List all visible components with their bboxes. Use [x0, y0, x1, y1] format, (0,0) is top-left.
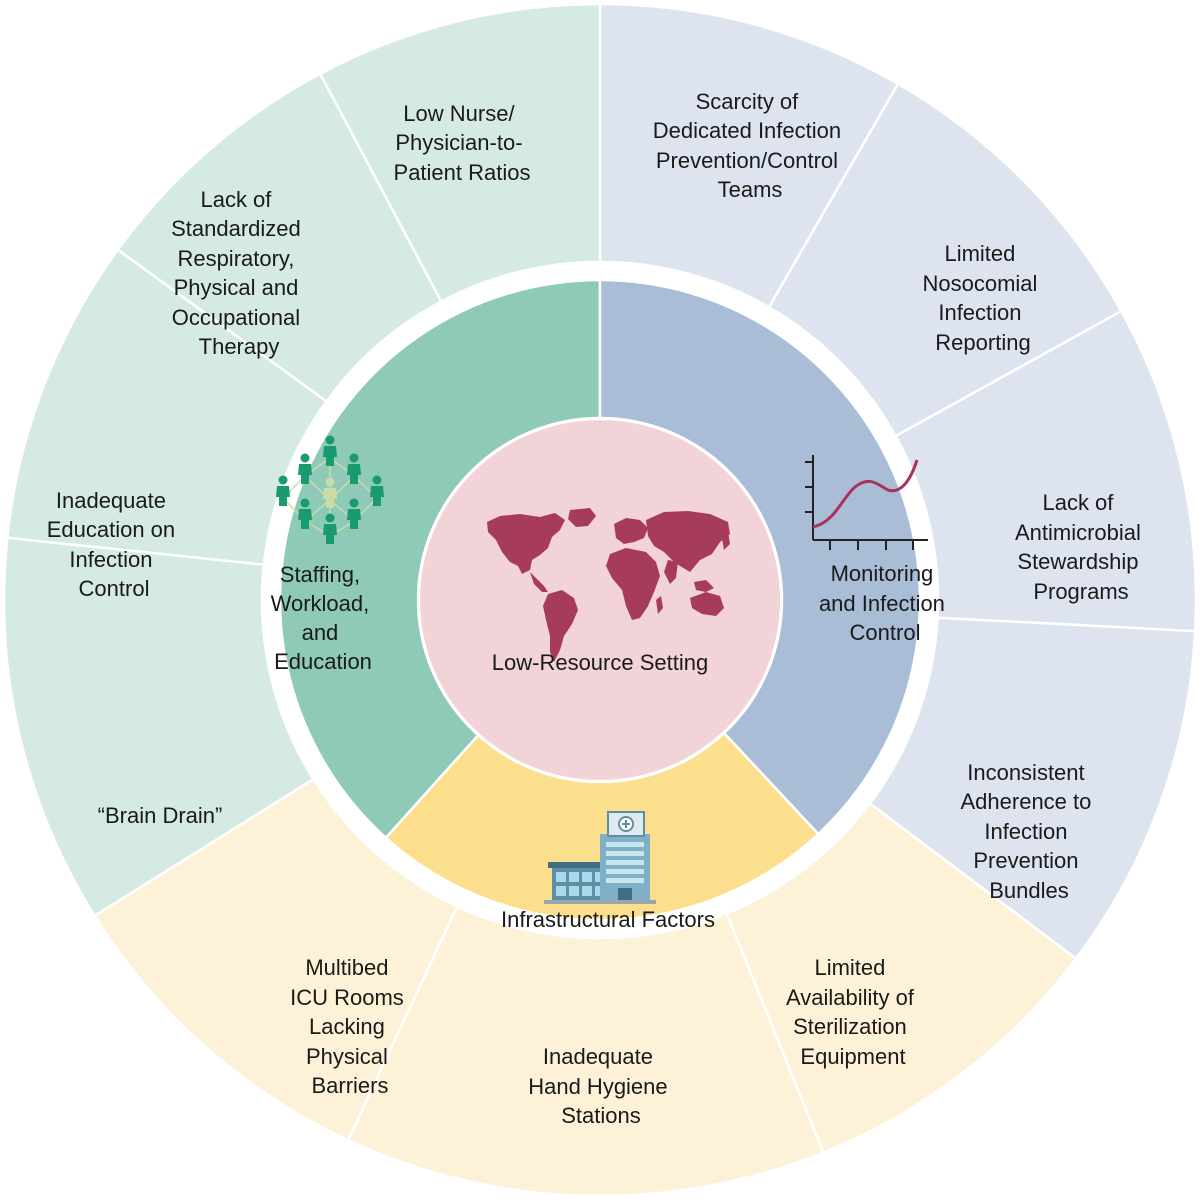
trend-chart-icon — [805, 455, 928, 550]
outer-labels: Scarcity of Dedicated Infection Preventi… — [47, 89, 1147, 1128]
center-label: Low-Resource Setting — [492, 650, 708, 675]
outer-label-limited-sterilization-equipment: Limited Availability of Sterilization Eq… — [786, 955, 920, 1069]
inner-ring — [278, 278, 922, 922]
outer-label-scarcity-ipc-teams: Scarcity of Dedicated Infection Preventi… — [653, 89, 847, 202]
inner-segment-monitoring — [598, 278, 922, 836]
outer-label-multibed-icu-rooms: Multibed ICU Rooms Lacking Physical Barr… — [290, 955, 410, 1098]
inner-segment-infrastructure — [384, 731, 821, 922]
outer-label-inconsistent-bundle-adherence: Inconsistent Adherence to Infection Prev… — [961, 760, 1098, 903]
outer-segment-low-ratios — [318, 2, 602, 304]
outer-label-lack-antimicrobial-stewardship: Lack of Antimicrobial Stewardship Progra… — [1015, 490, 1147, 604]
hospital-building-icon — [544, 811, 656, 904]
world-map-icon — [487, 508, 730, 662]
outer-label-low-ratios: Low Nurse/ Physician-to- Patient Ratios — [394, 101, 531, 185]
outer-label-brain-drain: “Brain Drain” — [98, 803, 223, 828]
outer-label-inadequate-hand-hygiene: Inadequate Hand Hygiene Stations — [528, 1044, 674, 1128]
outer-label-limited-nosocomial-reporting: Limited Nosocomial Infection Reporting — [922, 241, 1043, 355]
label-staffing: Staffing, Workload, and Education — [271, 562, 376, 674]
outer-label-inadequate-education: Inadequate Education on Infection Contro… — [47, 488, 182, 601]
label-monitoring: Monitoring and Infection Control — [819, 561, 951, 645]
outer-label-lack-standardized-therapy: Lack of Standardized Respiratory, Physic… — [171, 187, 307, 359]
inner-segment-staffing — [278, 278, 602, 840]
outer-segment-inadequate-hand-hygiene — [346, 904, 825, 1198]
label-infrastructure: Infrastructural Factors — [501, 907, 715, 932]
people-network-icon — [276, 435, 384, 544]
center-circle — [420, 420, 780, 780]
outer-segment-brain-drain — [2, 536, 316, 918]
trend-curve — [812, 459, 919, 529]
